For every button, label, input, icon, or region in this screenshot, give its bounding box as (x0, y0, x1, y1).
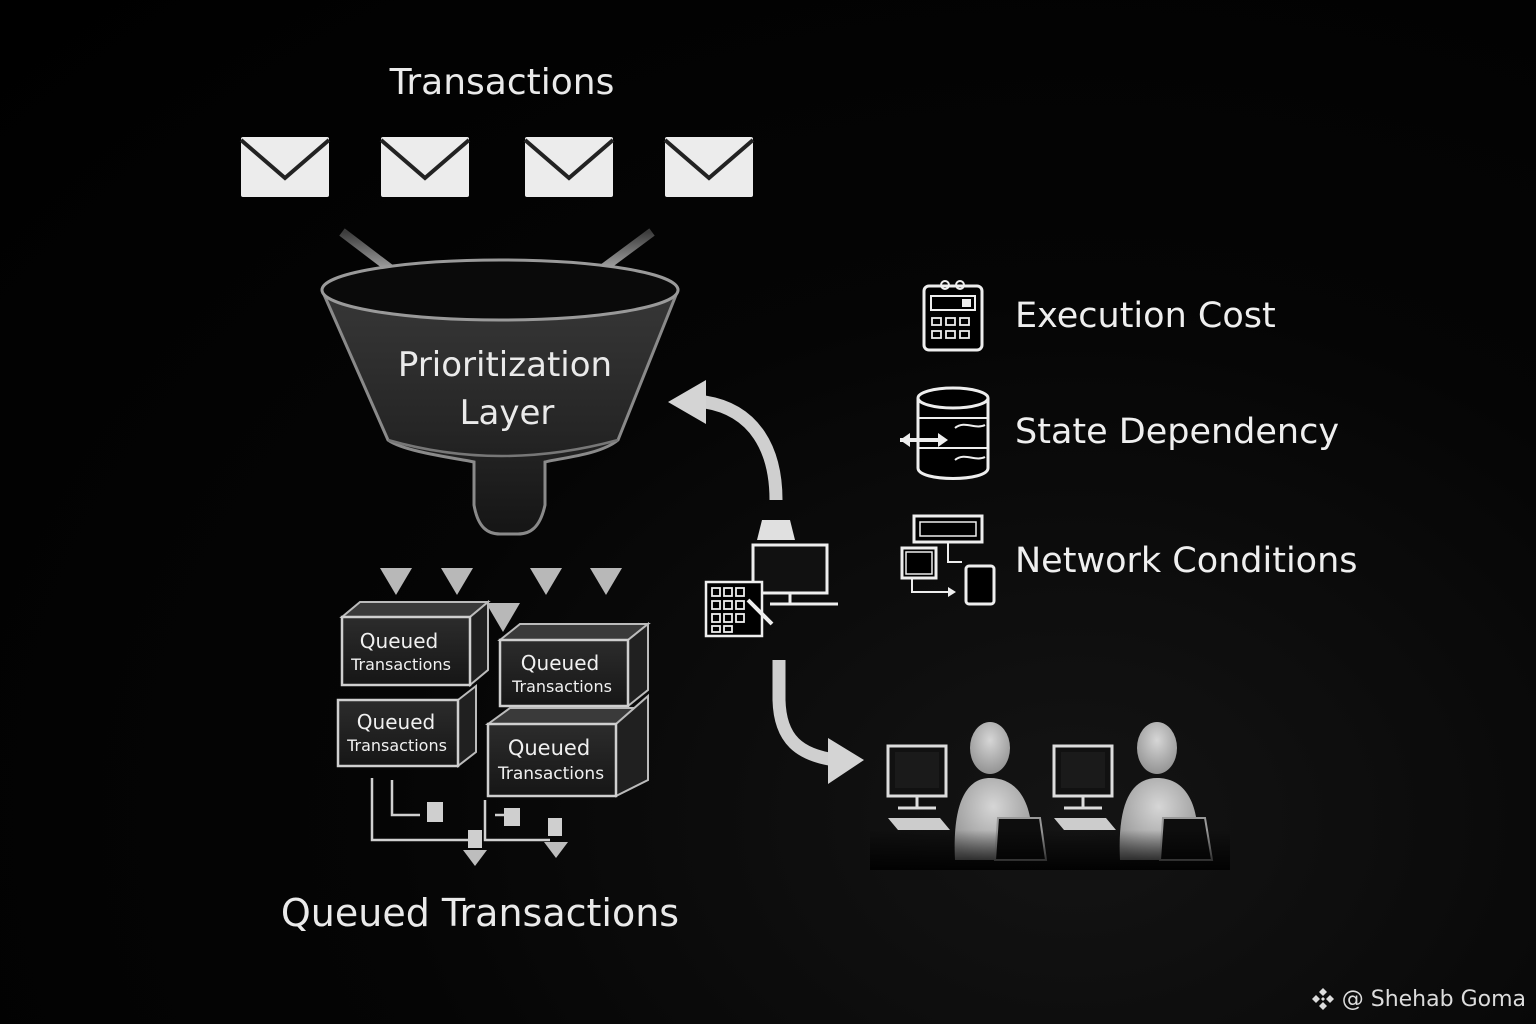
queued-box-line2: Transactions (350, 655, 451, 674)
users-arrow (772, 660, 864, 784)
queued-box-line1: Queued (521, 651, 599, 675)
queued-box-line1: Queued (357, 710, 435, 734)
queued-box: Queued Transactions (339, 599, 491, 688)
calculator-icon (922, 280, 984, 352)
queued-box: Queued Transactions (497, 621, 651, 709)
feedback-arrow (668, 380, 783, 501)
queued-box-line2: Transactions (511, 677, 612, 696)
queued-transactions-footer: Queued Transactions (281, 891, 679, 935)
queued-box-line1: Queued (508, 736, 590, 760)
factor-label-network-conditions: Network Conditions (1015, 541, 1358, 581)
queue-flow-lines (370, 778, 568, 866)
funnel-label-line2: Layer (460, 393, 555, 433)
envelope-icon (663, 137, 755, 197)
envelope-icon (523, 137, 615, 197)
monitoring-station-icon (704, 520, 838, 638)
outgoing-arrows (380, 520, 622, 632)
factor-label-state-dependency: State Dependency (1015, 412, 1339, 452)
queued-box: Queued Transactions (484, 693, 649, 798)
queued-box: Queued Transactions (336, 683, 477, 769)
funnel-label-line1: Prioritization (398, 345, 612, 385)
queued-box-line2: Transactions (346, 736, 447, 755)
envelope-icon (239, 137, 331, 197)
database-icon (900, 386, 990, 480)
factor-label-execution-cost: Execution Cost (1015, 296, 1276, 336)
binance-logo-icon (1310, 986, 1336, 1012)
envelope-icon (379, 137, 471, 197)
author-credit: @ Shehab Goma (1310, 986, 1526, 1012)
queued-box-line2: Transactions (497, 764, 604, 784)
users-at-computers (870, 722, 1230, 870)
transactions-title: Transactions (389, 62, 615, 103)
prioritization-funnel (320, 258, 680, 536)
queued-box-line1: Queued (360, 629, 438, 653)
author-credit-text: @ Shehab Goma (1341, 986, 1526, 1012)
network-devices-icon (900, 514, 996, 606)
